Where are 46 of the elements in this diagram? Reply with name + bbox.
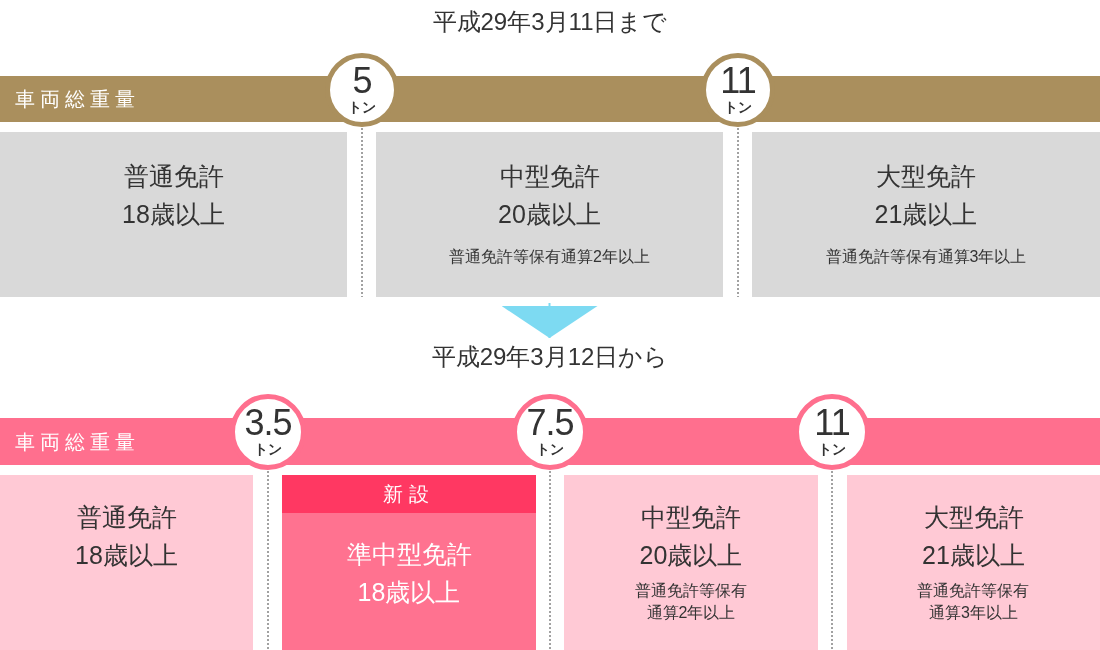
- experience-note: 普通免許等保有通算3年以上: [825, 247, 1027, 267]
- unit-label: トン: [254, 440, 282, 457]
- unit-label: トン: [536, 440, 564, 457]
- weight-threshold-circle: [325, 53, 399, 127]
- license-card: [752, 132, 1100, 297]
- unit-label: トン: [818, 440, 846, 457]
- band-title: 車両総重量: [15, 429, 140, 455]
- license-name: 大型免許: [876, 161, 976, 192]
- experience-note: 普通免許等保有通算3年以上: [916, 581, 1031, 623]
- unit-label: トン: [348, 98, 376, 115]
- weight-threshold-circle: [230, 394, 306, 470]
- age-requirement: 21歳以上: [922, 540, 1025, 571]
- license-card: [564, 475, 818, 650]
- section-heading: 平成29年3月11日まで: [432, 7, 668, 37]
- weight-threshold-circle: [512, 394, 588, 470]
- license-card: [376, 132, 723, 297]
- experience-note: 普通免許等保有通算2年以上: [449, 247, 650, 267]
- weight-threshold-circle: [794, 394, 870, 470]
- arrow: [501, 302, 598, 339]
- weight-value: 11: [720, 65, 756, 96]
- weight-value: 11: [814, 407, 850, 438]
- license-name: 準中型免許: [346, 539, 472, 570]
- weight-value: 5: [352, 65, 372, 96]
- license-name: 中型免許: [499, 161, 600, 192]
- license-name: 中型免許: [641, 502, 741, 533]
- license-card: [847, 475, 1100, 650]
- weight-value: 7.5: [526, 407, 574, 438]
- band-title: 車両総重量: [15, 87, 140, 112]
- experience-note: 普通免許等保有通算2年以上: [634, 581, 748, 623]
- age-requirement: 21歳以上: [874, 199, 978, 230]
- age-requirement: 20歳以上: [498, 199, 601, 230]
- age-requirement: 18歳以上: [357, 577, 461, 608]
- weight-threshold-circle: [701, 53, 775, 127]
- age-requirement: 18歳以上: [75, 540, 178, 571]
- license-name: 大型免許: [923, 502, 1024, 533]
- unit-label: トン: [724, 98, 752, 115]
- new-label-bar: 新設: [282, 475, 536, 513]
- license-card: [282, 475, 536, 650]
- license-name: 普通免許: [123, 161, 224, 192]
- age-requirement: 20歳以上: [639, 540, 743, 571]
- weight-value: 3.5: [244, 407, 292, 438]
- license-card: [0, 475, 253, 650]
- license-card: [0, 132, 347, 297]
- age-requirement: 18歳以上: [122, 199, 225, 230]
- section-heading: 平成29年3月12日から: [431, 342, 669, 372]
- license-name: 普通免許: [76, 502, 177, 533]
